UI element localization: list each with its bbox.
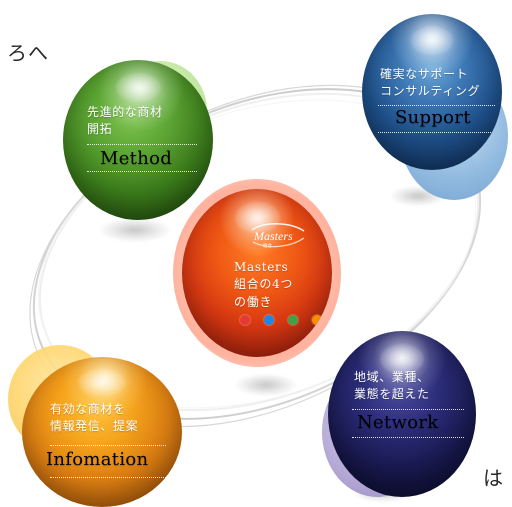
support-lead-line-2: コンサルティング bbox=[380, 84, 481, 99]
network-sphere: 地域、業種、 業態を超えた Network bbox=[328, 331, 476, 497]
support-sphere: 確実なサポート コンサルティング Support bbox=[362, 14, 502, 170]
masters-logo-graphic: Masters 組合 bbox=[251, 223, 305, 249]
green-dot bbox=[288, 315, 298, 325]
method-lead-line-2: 開拓 bbox=[87, 122, 113, 137]
center-card[interactable]: Masters 組合 Masters 組合の4つ の働き bbox=[173, 179, 341, 367]
center-sphere: Masters 組合 Masters 組合の4つ の働き bbox=[182, 189, 332, 357]
information-sphere: 有効な商材を 情報発信、提案 Infomation bbox=[22, 357, 182, 507]
method-bottom-rule bbox=[87, 171, 197, 172]
center-line-1: Masters bbox=[234, 260, 289, 274]
support-lead-line-1: 確実なサポート bbox=[380, 67, 469, 81]
support-title: Support bbox=[395, 107, 471, 128]
method-title: Method bbox=[100, 148, 173, 169]
masters-logo-text: Masters bbox=[253, 229, 293, 243]
network-title: Network bbox=[357, 412, 439, 433]
information-lead-line-1: 有効な商材を bbox=[50, 402, 126, 416]
center-line-3: の働き bbox=[234, 294, 273, 309]
method-text-block: 先進的な商材 開拓 bbox=[87, 104, 213, 139]
masters-logo-subtext: 組合 bbox=[263, 242, 272, 249]
network-card[interactable]: 地域、業種、 業態を超えた Network bbox=[318, 327, 486, 507]
information-bottom-rule bbox=[50, 477, 166, 478]
blue-dot bbox=[264, 315, 274, 325]
center-text-block: Masters 組合の4つ の働き bbox=[234, 259, 293, 311]
information-title: Infomation bbox=[46, 449, 149, 470]
top-left-text-fragment: ろへ bbox=[7, 41, 49, 65]
information-text-block: 有効な商材を 情報発信、提案 bbox=[50, 401, 182, 436]
method-card[interactable]: 先進的な商材 開拓 Method bbox=[63, 60, 213, 220]
masters-logo: Masters 組合 bbox=[246, 223, 310, 249]
information-top-rule bbox=[50, 445, 166, 446]
center-color-dots bbox=[240, 315, 324, 327]
support-bottom-rule bbox=[378, 132, 495, 133]
bottom-right-text-fragment: は bbox=[483, 466, 504, 490]
information-card[interactable]: 有効な商材を 情報発信、提案 Infomation bbox=[8, 345, 183, 507]
network-lead-line-2: 業態を超えた bbox=[354, 387, 430, 402]
red-dot bbox=[240, 315, 250, 325]
orange-dot bbox=[312, 315, 322, 325]
support-text-block: 確実なサポート コンサルティング bbox=[380, 66, 502, 101]
support-card[interactable]: 確実なサポート コンサルティング Support bbox=[362, 14, 508, 200]
network-text-block: 地域、業種、 業態を超えた bbox=[354, 369, 476, 404]
network-top-rule bbox=[352, 409, 464, 410]
information-lead-line-2: 情報発信、提案 bbox=[50, 419, 139, 434]
network-lead-line-1: 地域、業種、 bbox=[354, 370, 430, 384]
method-top-rule bbox=[87, 144, 197, 145]
support-top-rule bbox=[378, 105, 495, 106]
method-lead-line-1: 先進的な商材 bbox=[87, 105, 163, 119]
center-line-2: 組合の4つ bbox=[234, 277, 294, 292]
method-sphere: 先進的な商材 開拓 Method bbox=[63, 60, 213, 220]
network-bottom-rule bbox=[352, 437, 464, 438]
